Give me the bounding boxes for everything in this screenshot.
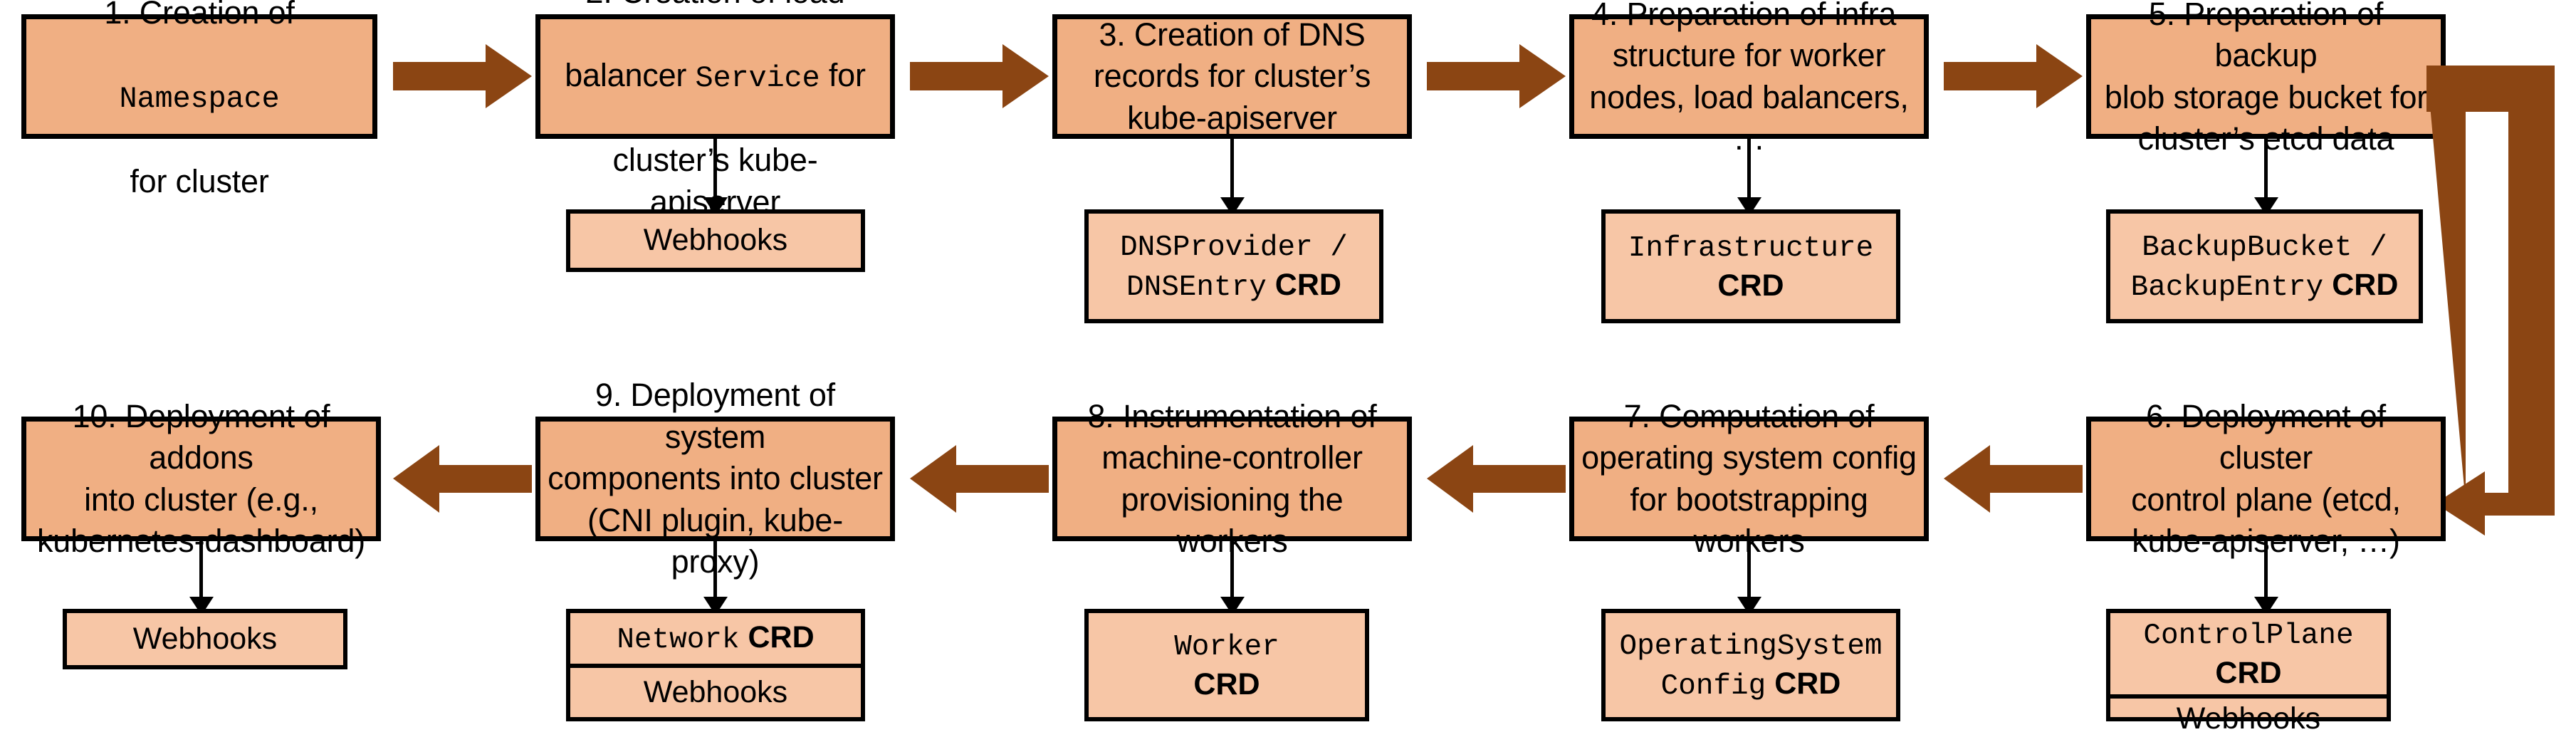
network-crd-label: Network CRD [617,620,815,657]
arrow-7-to-8-icon [1427,445,1566,513]
controlplane-crd-label: ControlPlane CRD [2143,620,2354,691]
connector-3-to-crd [1230,139,1234,200]
step-1-line-3: for cluster [130,162,269,199]
step-5-label: 5. Preparation of backup blob storage bu… [2104,0,2428,157]
sub-cell-dns-crd: DNSProvider /DNSEntry CRD [1089,214,1379,319]
step-box-8[interactable]: 8. Instrumentation of machine-controller… [1052,398,1412,559]
arrow-2-to-3-icon [910,44,1049,108]
sub-box-9-network[interactable]: Network CRD Webhooks [566,609,865,721]
arrow-5-to-6-wrap-icon [2426,44,2576,535]
connector-8-to-crd [1230,541,1234,600]
sub-cell-webhooks-9: Webhooks [570,664,861,717]
step-7-label: 7. Computation of operating system confi… [1581,397,1917,560]
sub-cell-webhooks-10: Webhooks [67,613,343,665]
step-box-1[interactable]: 1. Creation of Namespace for cluster [21,0,377,199]
sub-cell-network-crd: Network CRD [570,613,861,664]
connector-10-to-webhooks [199,541,203,600]
step-3-label: 3. Creation of DNS records for cluster’s… [1093,16,1371,136]
step-box-7[interactable]: 7. Computation of operating system confi… [1569,398,1929,559]
arrow-6-to-7-icon [1944,445,2083,513]
step-box-2[interactable]: 2. Creation of load balancer Service for… [535,0,895,220]
step-box-4[interactable]: 4. Preparation of infra- structure for w… [1569,0,1929,157]
sub-box-3-dns-crd[interactable]: DNSProvider /DNSEntry CRD [1084,209,1383,323]
step-4-label: 4. Preparation of infra- structure for w… [1589,0,1909,157]
arrow-3-to-4-icon [1427,44,1566,108]
step-8-label: 8. Instrumentation of machine-controller… [1087,397,1377,560]
step-6-label: 6. Deployment of cluster control plane (… [2131,397,2401,560]
sub-box-2-webhooks[interactable]: Webhooks [566,209,865,272]
step-2-line-1: 2. Creation of load [586,0,845,10]
webhooks-label-10: Webhooks [132,621,278,656]
step-2-line-2-post: for [820,57,866,94]
sub-cell-backupbucket-crd: BackupBucket /BackupEntry CRD [2110,214,2419,319]
step-9-label: 9. Deployment of system components into … [548,377,883,580]
connector-6-to-crd [2264,541,2268,600]
arrow-9-to-10-icon [393,445,532,513]
connector-7-to-crd [1747,541,1751,600]
sub-box-10-webhooks[interactable]: Webhooks [63,609,347,669]
sub-cell-webhooks-6: Webhooks [2110,694,2387,740]
step-box-5[interactable]: 5. Preparation of backup blob storage bu… [2086,0,2446,157]
connector-2-to-webhooks [713,139,717,200]
step-box-3[interactable]: 3. Creation of DNS records for cluster’s… [1052,14,1412,139]
webhooks-label-6: Webhooks [2176,701,2321,736]
arrow-4-to-5-icon [1944,44,2083,108]
step-1-mono-namespace: Namespace [119,82,280,117]
step-box-10[interactable]: 10. Deployment of addons into cluster (e… [21,398,381,559]
dns-crd-label: DNSProvider /DNSEntry CRD [1120,231,1348,304]
step-box-9[interactable]: 9. Deployment of system components into … [535,377,895,580]
sub-box-6-controlplane[interactable]: ControlPlane CRD Webhooks [2106,609,2391,736]
webhooks-label-9: Webhooks [643,674,788,709]
step-10-label: 10. Deployment of addons into cluster (e… [37,397,365,560]
step-2-mono-service: Service [695,61,820,96]
step-box-6[interactable]: 6. Deployment of cluster control plane (… [2086,398,2446,559]
step-1-line-1: 1. Creation of [104,0,295,31]
step-2-line-2-pre: balancer [565,57,696,94]
sub-cell-webhooks-2: Webhooks [570,214,861,268]
arrow-8-to-9-icon [910,445,1049,513]
connector-4-to-crd [1747,139,1751,200]
arrow-1-to-2-icon [393,44,532,108]
backupbucket-crd-label: BackupBucket /BackupEntry CRD [2130,231,2399,304]
sub-cell-controlplane-crd: ControlPlane CRD [2110,613,2387,694]
connector-9-to-crd [713,541,717,600]
connector-5-to-crd [2264,139,2268,200]
webhooks-label-2: Webhooks [643,223,788,258]
sub-box-5-backupbucket-crd[interactable]: BackupBucket /BackupEntry CRD [2106,209,2423,323]
step-1-label: 1. Creation of Namespace for cluster [104,0,295,202]
